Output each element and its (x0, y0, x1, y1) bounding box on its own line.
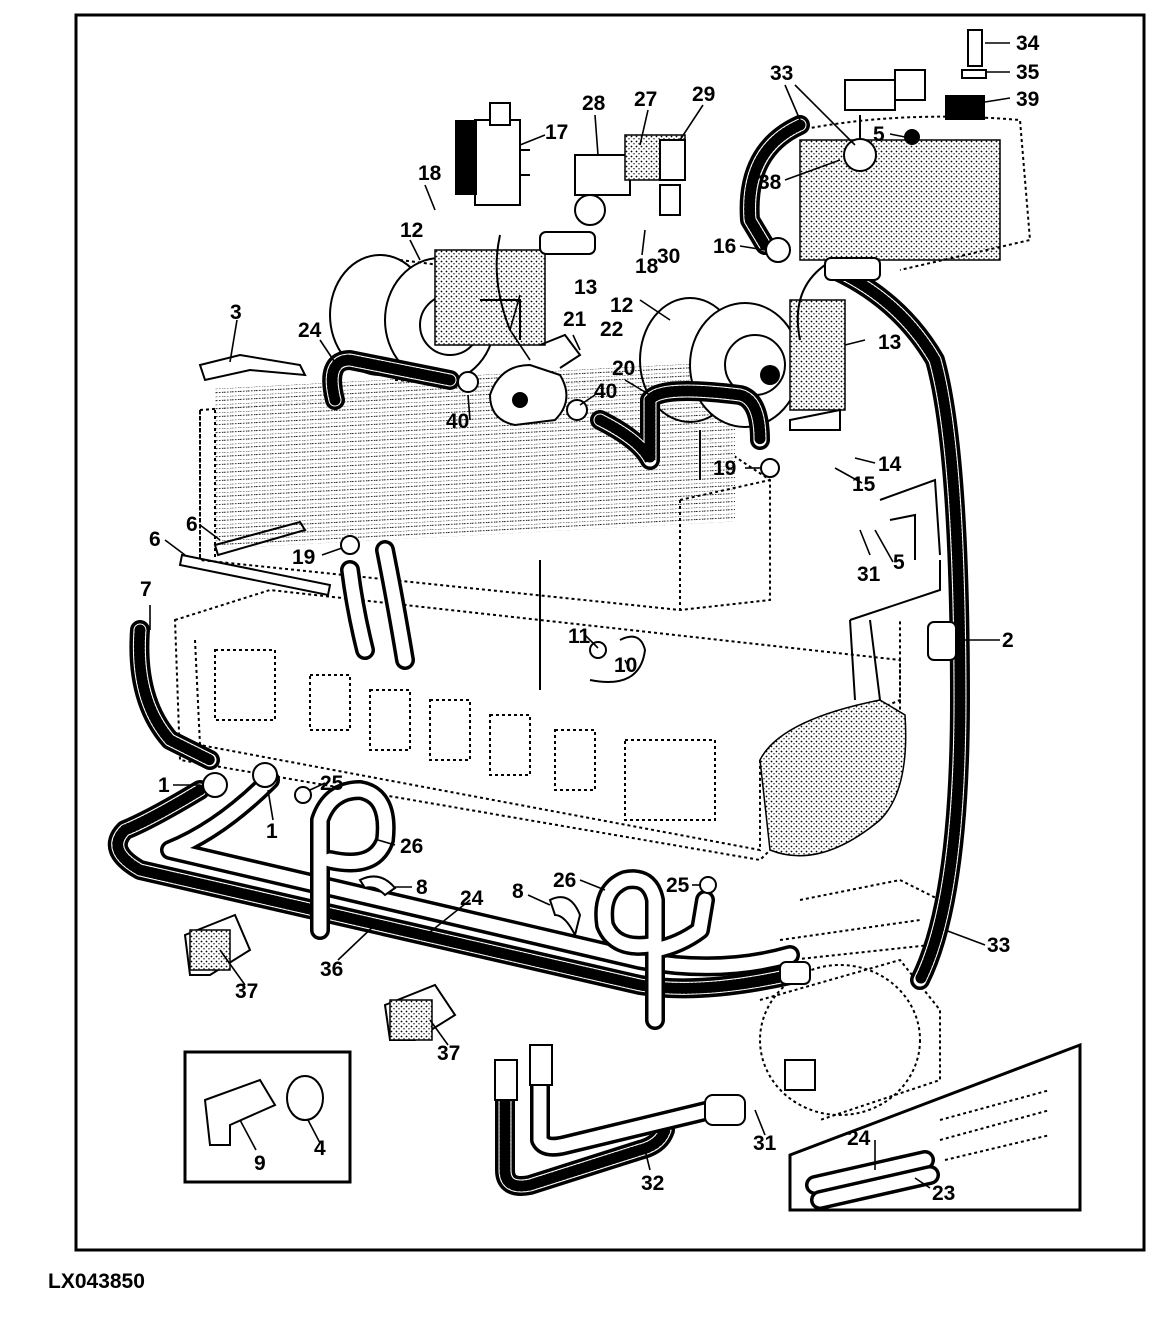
callout-24-bottom: 24 (460, 887, 484, 910)
figure-reference-code: LX043850 (48, 1270, 145, 1293)
fitting-36 (779, 961, 811, 985)
callout-3: 3 (230, 301, 242, 324)
ring-4 (286, 1075, 324, 1121)
clamp-19-top (760, 458, 780, 478)
callout-2: 2 (1002, 629, 1014, 652)
clamp-19-left (340, 535, 360, 555)
callout-5-top: 5 (873, 123, 885, 146)
detail-inset-right (788, 1042, 1082, 1212)
callout-1-left: 1 (158, 774, 170, 797)
callout-24-detail: 24 (847, 1127, 871, 1150)
callout-22: 22 (600, 318, 623, 341)
fitting-32-a (494, 1059, 518, 1101)
callout-31-right: 31 (857, 563, 881, 586)
diagram-border (74, 13, 1146, 1252)
callout-25-left: 25 (320, 772, 344, 795)
clip-8-right (548, 896, 582, 938)
water-valve (488, 333, 582, 427)
callout-38: 38 (758, 171, 782, 194)
callout-18-right: 18 (635, 255, 659, 278)
clamp-25-left (294, 786, 312, 804)
clamp-1-a (202, 772, 228, 798)
clip-9 (203, 1078, 277, 1146)
callout-21: 21 (563, 308, 587, 331)
condenser-unit (759, 878, 941, 1121)
fitting-31 (704, 1094, 746, 1126)
callout-39: 39 (1016, 88, 1039, 111)
callout-37-right: 37 (437, 1042, 460, 1065)
callout-10: 10 (614, 654, 637, 677)
callout-31-bottom: 31 (753, 1132, 777, 1155)
thermostat-switch (574, 134, 686, 226)
callout-16: 16 (713, 235, 736, 258)
leader-lines (149, 42, 1011, 1189)
callout-33-right: 33 (987, 934, 1010, 957)
callout-4: 4 (314, 1137, 326, 1160)
callout-19-top: 19 (713, 457, 736, 480)
connector-13 (539, 231, 596, 255)
callout-32: 32 (641, 1172, 664, 1195)
callout-40-right: 40 (594, 380, 617, 403)
clamp-16 (765, 237, 791, 263)
drain-pan (759, 699, 907, 857)
wire-10 (589, 635, 647, 683)
compressor-fitting-assembly (799, 29, 1032, 271)
strip-3 (198, 353, 307, 382)
callout-34: 34 (1016, 32, 1040, 55)
callout-12-right: 12 (610, 294, 633, 317)
callout-24-top: 24 (298, 319, 322, 342)
callout-18-left: 18 (418, 162, 442, 185)
callout-17: 17 (545, 121, 568, 144)
clamp-1-b (252, 762, 278, 788)
callout-1-bottom: 1 (266, 820, 278, 843)
detail-inset-left (183, 1050, 352, 1184)
callout-35: 35 (1016, 61, 1040, 84)
callout-40-left: 40 (446, 410, 469, 433)
callout-33-top: 33 (770, 62, 793, 85)
clamp-40-right (566, 399, 588, 421)
callout-37-left: 37 (235, 980, 258, 1003)
callout-8-right: 8 (512, 880, 524, 903)
callout-7: 7 (140, 578, 152, 601)
callout-23: 23 (932, 1182, 955, 1205)
support-bracket-37-left (183, 913, 252, 976)
callout-13-left: 13 (574, 276, 597, 299)
callout-6-b: 6 (149, 528, 161, 551)
callout-labels: 34 35 39 33 5 38 16 29 27 28 17 18 18 30… (140, 32, 1040, 1205)
callout-30: 30 (657, 245, 680, 268)
clamp-25-right (699, 876, 717, 894)
clip-8-left (358, 875, 397, 897)
callout-12-left: 12 (400, 219, 423, 242)
bracket-2 (927, 621, 957, 661)
callout-15: 15 (852, 473, 876, 496)
connector-13-right (824, 257, 881, 281)
thermostat-bracket (455, 102, 530, 206)
support-bracket-37-right (383, 983, 457, 1041)
callout-20: 20 (612, 357, 635, 380)
strip-6-a (213, 520, 307, 557)
callout-11: 11 (568, 625, 591, 648)
heater-core (199, 361, 771, 690)
callout-25-right: 25 (666, 874, 690, 897)
callout-13-right: 13 (878, 331, 901, 354)
callout-27: 27 (634, 88, 657, 111)
callout-19-left: 19 (292, 546, 315, 569)
callout-29: 29 (692, 83, 715, 106)
callout-9: 9 (254, 1152, 266, 1175)
callout-5-right: 5 (893, 551, 905, 574)
fitting-32-b (529, 1044, 553, 1086)
callout-26-left: 26 (400, 835, 423, 858)
strip-6-b (178, 553, 332, 597)
blower-motor-left (329, 249, 546, 386)
callout-28: 28 (582, 92, 606, 115)
callout-14: 14 (878, 453, 902, 476)
ac-tube-right (849, 478, 941, 701)
clamp-40-left (457, 371, 479, 393)
callout-26-right: 26 (553, 869, 576, 892)
callout-6-a: 6 (186, 513, 198, 536)
callout-8-left: 8 (416, 876, 428, 899)
callout-36: 36 (320, 958, 343, 981)
